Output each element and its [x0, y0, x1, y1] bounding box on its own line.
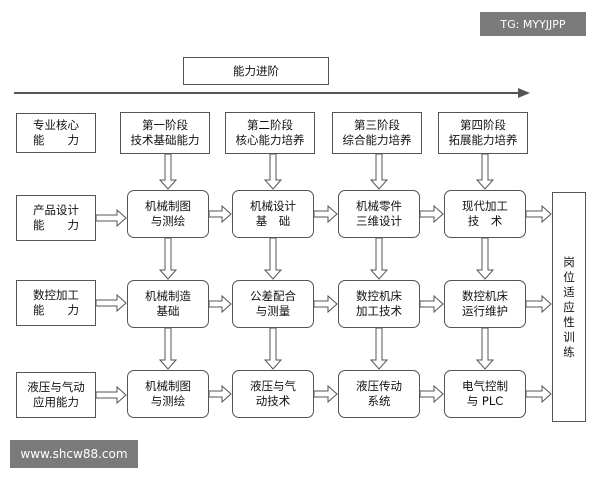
right-arrow-r1-outcome [525, 204, 552, 224]
right-arrow-r1-c1 [208, 204, 232, 224]
course-label: 机械零件 三维设计 [356, 199, 402, 228]
right-arrow-r3-c3 [419, 384, 444, 404]
course-r3-c2: 液压与气 动技术 [232, 370, 314, 418]
core-ability-box: 专业核心 能 力 [16, 113, 96, 153]
course-r1-c3: 机械零件 三维设计 [338, 190, 420, 238]
course-label: 机械设计 基 础 [250, 199, 296, 228]
course-label: 现代加工 技 术 [462, 199, 508, 228]
stage-1-label: 第一阶段 技术基础能力 [130, 118, 200, 147]
course-label: 数控机床 运行维护 [462, 289, 508, 318]
watermark-top-right: TG: MYYJJPP [480, 12, 586, 36]
down-arrow-stage-3 [369, 153, 389, 190]
right-arrow-r2-c2 [313, 294, 338, 314]
down-arrow-r1-c1 [158, 237, 178, 280]
right-arrow-left-2 [95, 293, 127, 313]
down-arrow-stage-2 [263, 153, 283, 190]
right-arrow-left-3 [95, 385, 127, 405]
course-label: 电气控制 与 PLC [462, 379, 508, 408]
course-r1-c4: 现代加工 技 术 [444, 190, 526, 238]
down-arrow-r1-c2 [263, 237, 283, 280]
right-arrow-r1-c3 [419, 204, 444, 224]
watermark-bottom-left: www.shcw88.com [10, 440, 138, 468]
stage-3-box: 第三阶段 综合能力培养 [332, 112, 422, 154]
hydraulic-ability-box: 液压与气动 应用能力 [16, 372, 96, 418]
course-label: 液压传动 系统 [356, 379, 402, 408]
course-r1-c1: 机械制图 与测绘 [127, 190, 209, 238]
course-label: 机械制造 基础 [145, 289, 191, 318]
stage-1-box: 第一阶段 技术基础能力 [120, 112, 210, 154]
stage-4-label: 第四阶段 拓展能力培养 [448, 118, 518, 147]
course-label: 机械制图 与测绘 [145, 199, 191, 228]
course-label: 公差配合 与测量 [250, 289, 296, 318]
course-label: 数控机床 加工技术 [356, 289, 402, 318]
outcome-label: 岗位适应性训练 [563, 254, 575, 359]
cnc-ability-box: 数控加工 能 力 [16, 280, 96, 326]
course-r2-c3: 数控机床 加工技术 [338, 280, 420, 328]
stage-2-box: 第二阶段 核心能力培养 [225, 112, 315, 154]
progress-title-box: 能力进阶 [183, 57, 329, 85]
down-arrow-stage-1 [158, 153, 178, 190]
down-arrow-r2-c4 [475, 327, 495, 370]
down-arrow-r2-c1 [158, 327, 178, 370]
design-ability-label: 产品设计 能 力 [33, 203, 79, 232]
right-arrow-r3-outcome [525, 384, 552, 404]
stage-2-label: 第二阶段 核心能力培养 [235, 118, 305, 147]
course-label: 机械制图 与测绘 [145, 379, 191, 408]
down-arrow-r1-c3 [369, 237, 389, 280]
course-r2-c2: 公差配合 与测量 [232, 280, 314, 328]
right-arrow-r2-outcome [525, 294, 552, 314]
course-r3-c1: 机械制图 与测绘 [127, 370, 209, 418]
outcome-box: 岗位适应性训练 [552, 192, 586, 422]
right-arrow-r3-c1 [208, 384, 232, 404]
down-arrow-r2-c3 [369, 327, 389, 370]
down-arrow-r2-c2 [263, 327, 283, 370]
progress-title: 能力进阶 [233, 63, 279, 78]
course-r3-c4: 电气控制 与 PLC [444, 370, 526, 418]
hydraulic-ability-label: 液压与气动 应用能力 [27, 380, 85, 409]
course-r2-c1: 机械制造 基础 [127, 280, 209, 328]
down-arrow-stage-4 [475, 153, 495, 190]
course-r1-c2: 机械设计 基 础 [232, 190, 314, 238]
right-arrow-r3-c2 [313, 384, 338, 404]
progress-arrow-head [518, 88, 530, 98]
core-ability-label: 专业核心 能 力 [33, 118, 79, 147]
stage-3-label: 第三阶段 综合能力培养 [342, 118, 412, 147]
right-arrow-r2-c3 [419, 294, 444, 314]
stage-4-box: 第四阶段 拓展能力培养 [438, 112, 528, 154]
course-r3-c3: 液压传动 系统 [338, 370, 420, 418]
course-r2-c4: 数控机床 运行维护 [444, 280, 526, 328]
down-arrow-r1-c4 [475, 237, 495, 280]
course-label: 液压与气 动技术 [250, 379, 296, 408]
design-ability-box: 产品设计 能 力 [16, 195, 96, 241]
right-arrow-left-1 [95, 208, 127, 228]
right-arrow-r1-c2 [313, 204, 338, 224]
right-arrow-r2-c1 [208, 294, 232, 314]
cnc-ability-label: 数控加工 能 力 [33, 288, 79, 317]
